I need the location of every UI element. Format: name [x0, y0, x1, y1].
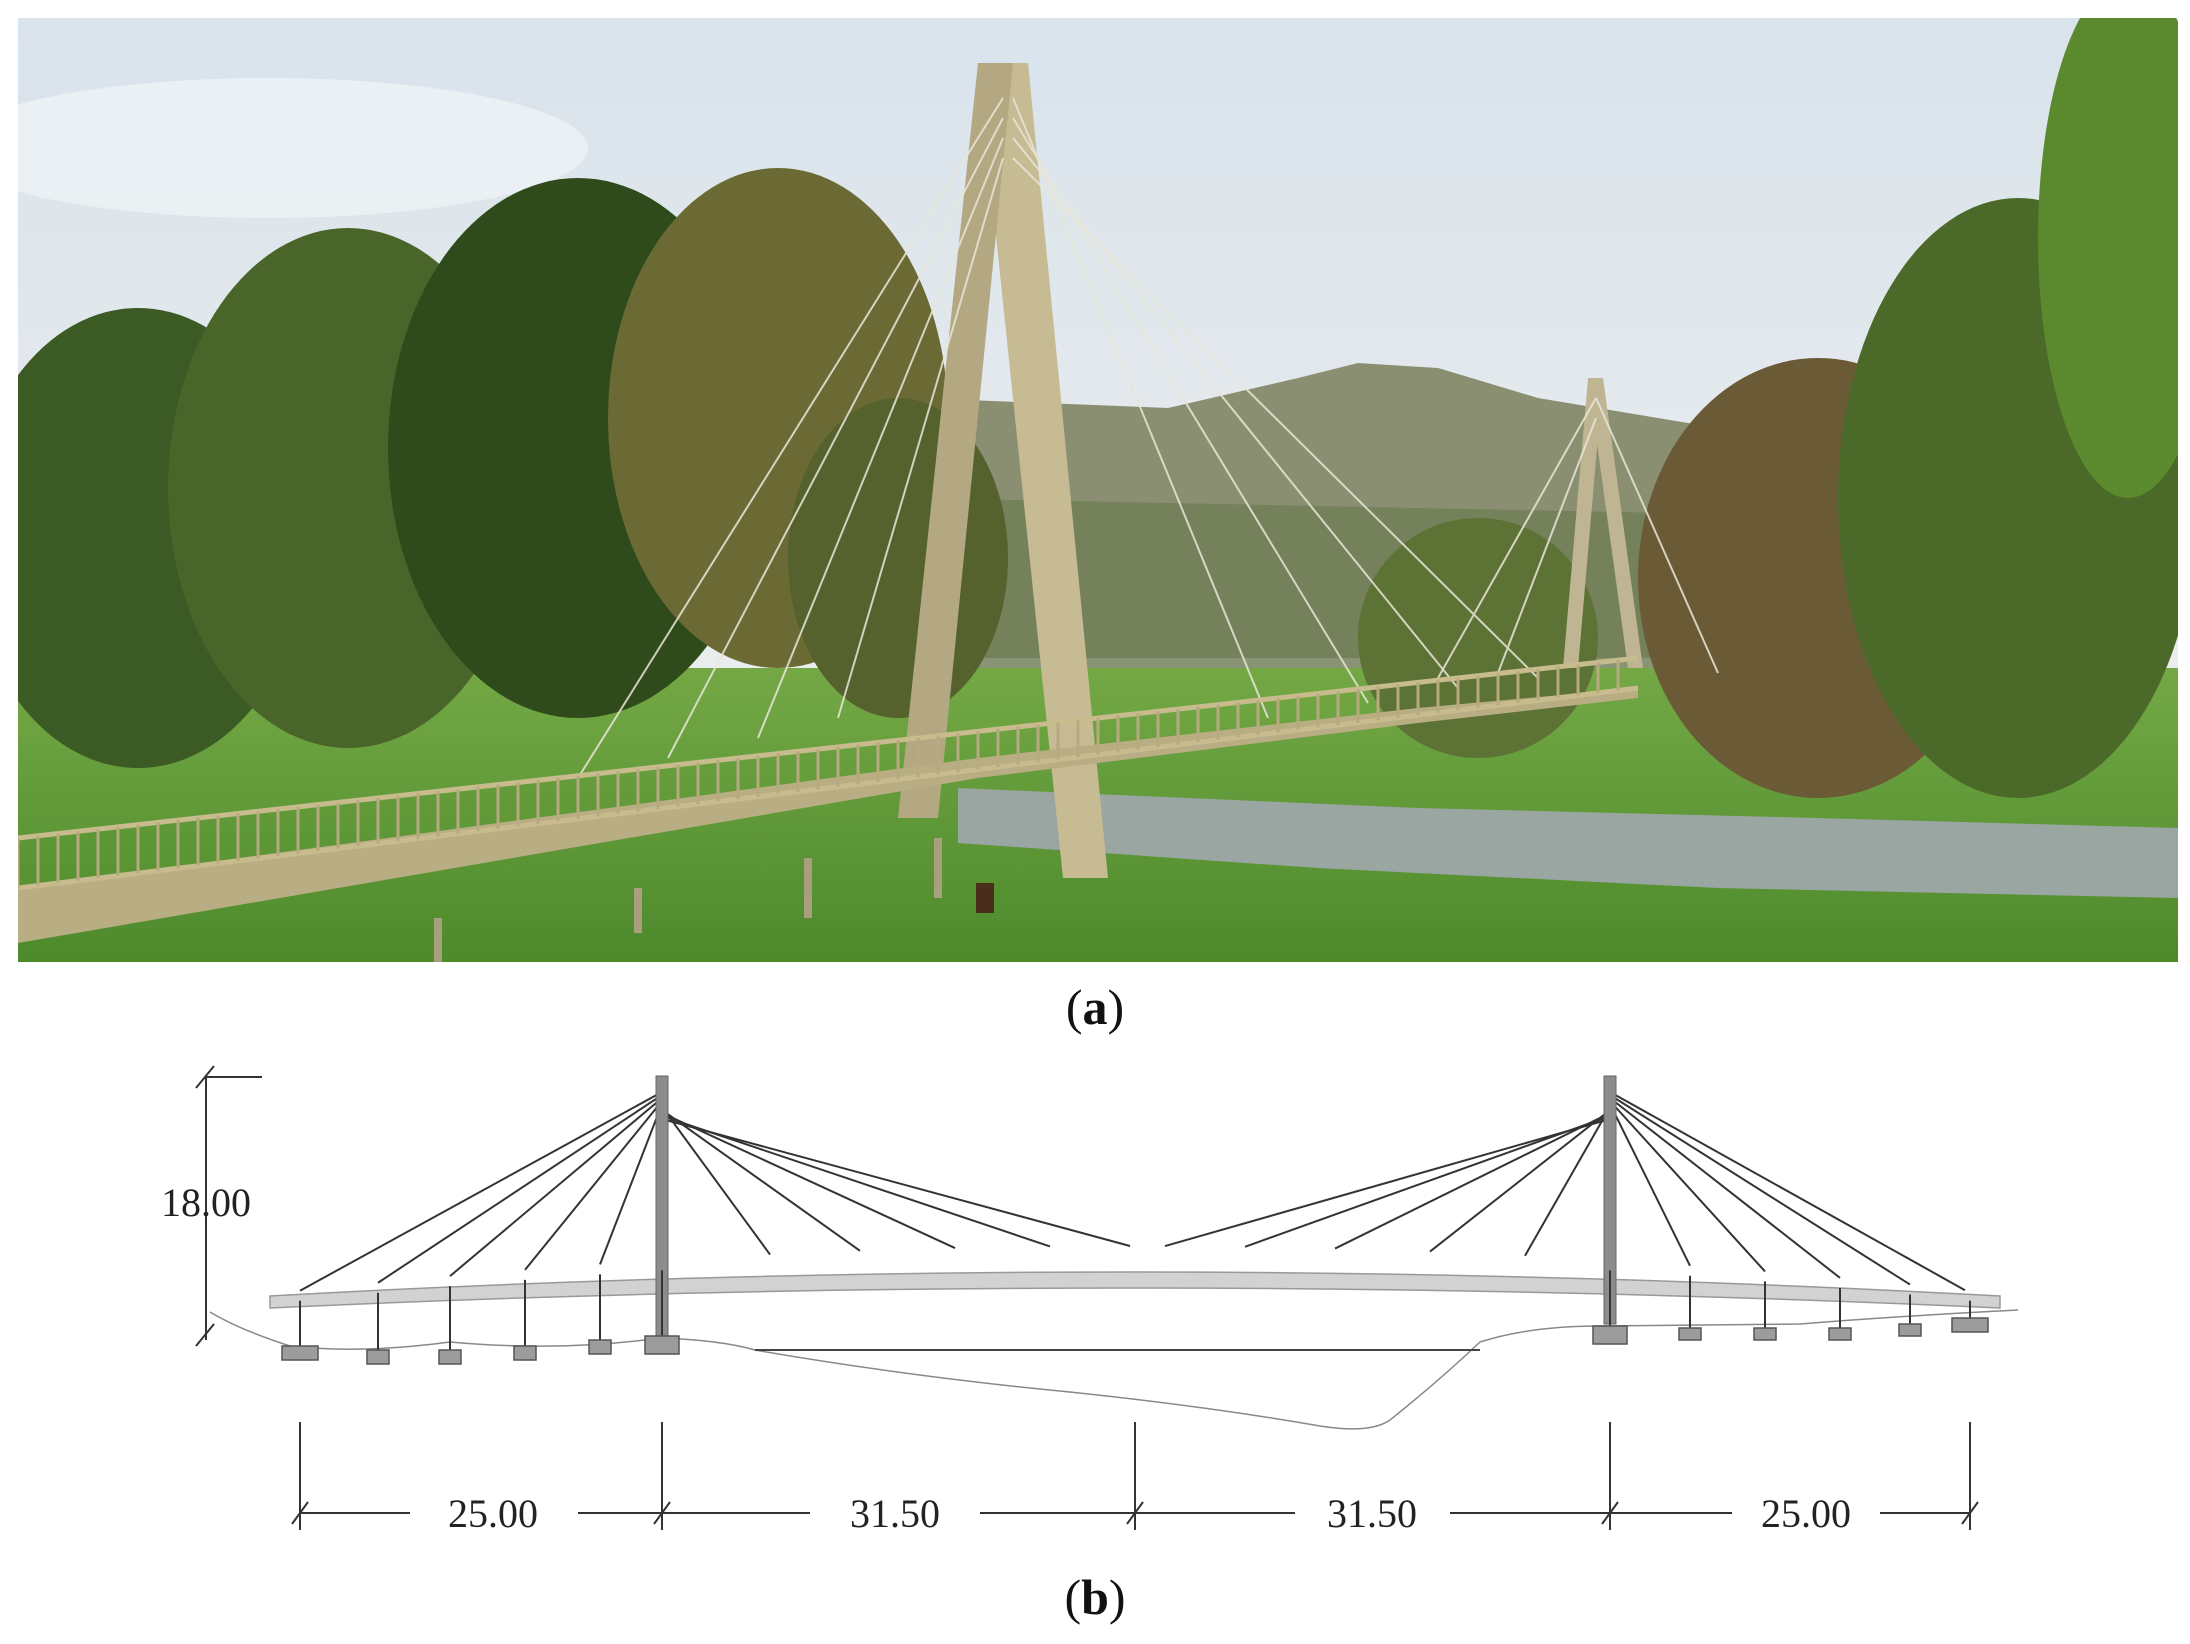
bridge-elevation-drawing: 18.00 25.00 31.50 31.50 25.00 [161, 1065, 2019, 1536]
height-dimension-label: 18.00 [161, 1180, 251, 1225]
sign-post [976, 883, 994, 913]
caption-b: (b) [1064, 1569, 1126, 1625]
stay-cable [599, 1103, 663, 1265]
stay-cable [524, 1100, 663, 1271]
stay-cable [449, 1097, 663, 1277]
span-label-4: 25.00 [1761, 1491, 1851, 1536]
stay-cable [1609, 1091, 1966, 1292]
stay-cables-drawing [299, 1091, 1966, 1292]
stay-cable [1334, 1112, 1611, 1250]
footing [366, 1349, 390, 1365]
footing [1951, 1317, 1989, 1333]
deck-drawing [269, 1271, 2001, 1309]
stay-cable [661, 1115, 1051, 1248]
stay-cable [661, 1109, 861, 1252]
span-dimension [291, 1422, 1979, 1530]
railing-posts [18, 660, 1620, 888]
footings [281, 1270, 1989, 1365]
footing [644, 1335, 680, 1355]
span-label-2: 31.50 [850, 1491, 940, 1536]
stay-cables [577, 97, 1719, 779]
stay-cable [661, 1106, 771, 1256]
stay-cable [1244, 1115, 1611, 1248]
stay-cable [377, 1094, 663, 1284]
footing [281, 1345, 319, 1361]
stay-cable [1524, 1106, 1611, 1257]
deck-supports [434, 838, 942, 962]
bridge-deck [18, 688, 1638, 943]
footing [513, 1345, 537, 1361]
tree-line-left [18, 168, 1008, 768]
stay-cable [1609, 1094, 1911, 1286]
footing [1753, 1327, 1777, 1341]
stay-cable [1164, 1118, 1611, 1248]
river [958, 788, 2178, 898]
footing [588, 1339, 612, 1355]
stay-cable [1429, 1109, 1611, 1253]
span-label-3: 31.50 [1327, 1491, 1417, 1536]
bridge-photo [18, 18, 2178, 962]
caption-a: (a) [1065, 979, 1125, 1035]
bridge-railing [18, 655, 1639, 891]
stay-cable [661, 1118, 1131, 1247]
span-label-1: 25.00 [448, 1491, 538, 1536]
stay-cable [299, 1091, 663, 1292]
height-dimension [195, 1065, 262, 1347]
stay-cable [1609, 1103, 1691, 1267]
stay-cable [661, 1112, 956, 1249]
footing [1678, 1327, 1702, 1341]
near-pylon [898, 63, 1108, 878]
footing [438, 1349, 462, 1365]
footing [1828, 1327, 1852, 1341]
far-pylon [1563, 378, 1643, 668]
footing [1592, 1325, 1628, 1345]
ground-profile [209, 1309, 2019, 1430]
stay-cable [1609, 1097, 1841, 1279]
stay-cable [1609, 1100, 1766, 1273]
footing [1898, 1323, 1922, 1337]
